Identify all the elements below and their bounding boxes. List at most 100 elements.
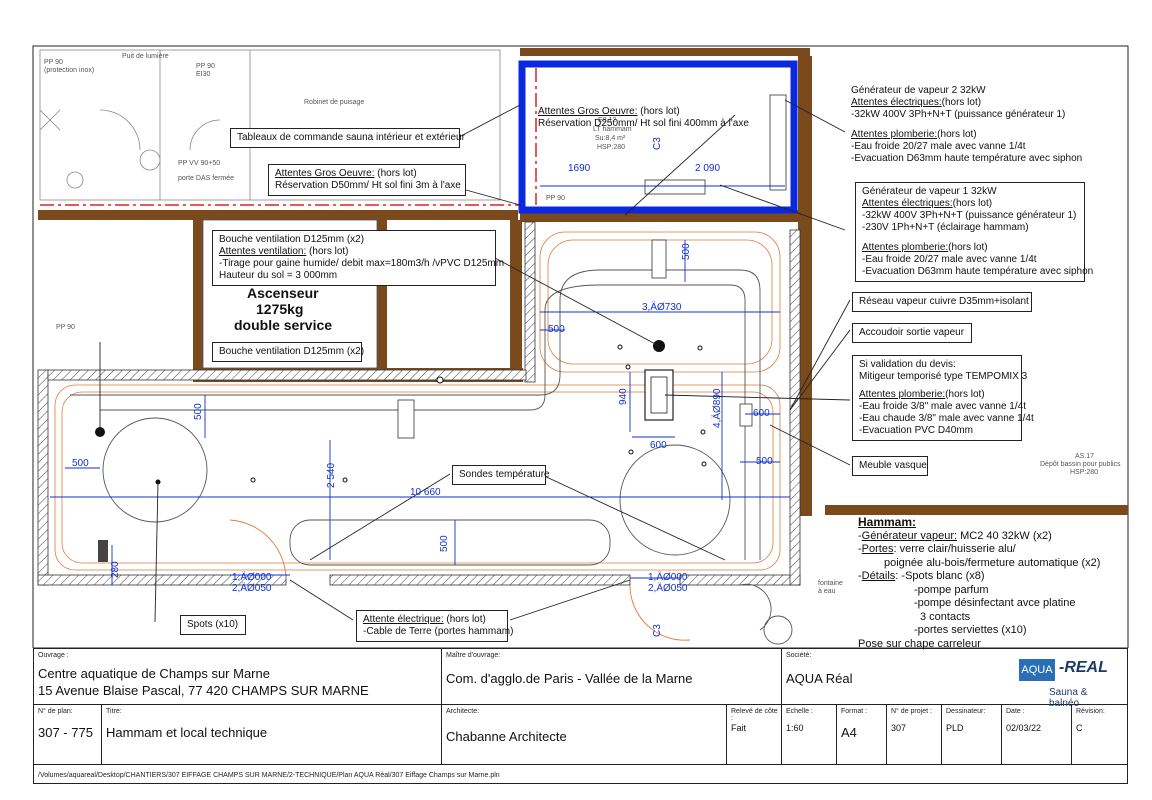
date-caption: Date : xyxy=(1006,708,1025,715)
gen2-line1: Générateur de vapeur 2 32kW xyxy=(851,85,986,96)
file-path: /Volumes/aquareal/Desktop/CHANTIERS/307 … xyxy=(38,772,500,779)
hammam-summary: Hammam: -Générateur vapeur: MC2 40 32kW … xyxy=(858,515,1138,651)
dim-940: 940 xyxy=(618,388,629,405)
dim-500-right: 500 xyxy=(756,456,773,467)
societe-caption: Société: xyxy=(786,652,812,659)
ouvrage-line2: 15 Avenue Blaise Pascal, 77 420 CHAMPS S… xyxy=(38,683,369,698)
meuble-text: Meuble vasque xyxy=(859,460,927,471)
elevator-label-1: Ascenseur xyxy=(247,285,319,301)
mitigeur-line1: Si validation du devis: xyxy=(859,359,956,370)
dim-500-c: 500 xyxy=(439,535,450,552)
summary-detail-4: 3 contacts xyxy=(920,610,971,623)
doors xyxy=(229,519,793,645)
vent1-line4: Hauteur du sol = 3 000mm xyxy=(219,270,338,281)
mitigeur-line6: -Evacuation PVC D40mm xyxy=(859,425,973,436)
gen2-line6: -Evacuation D63mm haute température avec… xyxy=(851,153,1083,164)
logo-real: -REAL xyxy=(1059,659,1108,676)
mitigeur-title: Attentes plomberie: xyxy=(859,389,946,400)
summary-gen-value: MC2 40 32kW (x2) xyxy=(957,529,1052,542)
callout-sondes: Sondes température xyxy=(452,465,550,485)
gen1-title2: Attentes plomberie: xyxy=(862,242,949,253)
callout-ventilation-1: Bouche ventilation D125mm (x2) Attentes … xyxy=(212,230,505,286)
gen2-line3: -32kW 400V 3Ph+N+T (puissance générateur… xyxy=(851,109,1066,120)
maitre-caption: Maître d'ouvrage: xyxy=(446,652,501,659)
callout-generateur-2: Générateur de vapeur 2 32kW Attentes éle… xyxy=(845,82,1085,168)
vent1-rest: (hors lot) xyxy=(306,246,349,257)
cell-maitre: Maître d'ouvrage: Com. d'agglo.de Paris … xyxy=(442,649,782,705)
plan-caption: N° de plan: xyxy=(38,708,73,715)
callout-reseau-vapeur: Réseau vapeur cuivre D35mm+isolant xyxy=(852,292,1032,312)
dim-10660: 10 660 xyxy=(410,487,441,498)
echelle-caption: Echelle : xyxy=(786,708,813,715)
gen1-line4: -230V 1Ph+N+T (éclairage hammam) xyxy=(862,222,1029,233)
echelle-value: 1:60 xyxy=(786,723,804,733)
elevator-label-3: double service xyxy=(234,317,332,333)
gros1-line2: Réservation D250mm/ Ht sol fini 400mm à … xyxy=(538,118,749,129)
gen2-title2: Attentes plomberie: xyxy=(851,129,938,140)
dim-500-left: 500 xyxy=(548,324,565,335)
dimension-lines xyxy=(50,185,790,585)
callout-tableaux: Tableaux de commande sauna intérieur et … xyxy=(230,128,465,148)
date-value: 02/03/22 xyxy=(1006,723,1042,733)
dim-door2-width: 1,ÄØ000 xyxy=(648,571,688,583)
aqua-real-logo: AQUA -REAL Sauna & balnéo xyxy=(1019,655,1119,709)
title-block: Ouvrage : Centre aquatique de Champs sur… xyxy=(33,648,1128,784)
mitigeur-line5: -Eau chaude 3/8" male avec vanne 1/4t xyxy=(859,413,1034,424)
summary-detail-5: -portes serviettes (x10) xyxy=(914,624,1027,636)
dim-500-top: 500 xyxy=(681,243,692,260)
gros2-rest: (hors lot) xyxy=(374,168,417,179)
leader-lines xyxy=(99,99,851,623)
gen1-title1: Attentes électriques: xyxy=(862,198,953,209)
vent1-line3: -Tirage pour gaine humide/ debit max=180… xyxy=(219,258,505,269)
summary-gen-label: Générateur vapeur: xyxy=(861,529,958,542)
gros1-rest: (hors lot) xyxy=(637,106,680,117)
callout-accoudoir: Accoudoir sortie vapeur xyxy=(852,323,972,343)
gros2-title: Attentes Gros Oeuvre: xyxy=(275,168,375,179)
callout-generateur-1: Générateur de vapeur 1 32kW Attentes éle… xyxy=(855,182,1094,282)
releve-caption: Relevé de côte : xyxy=(731,708,778,722)
societe-value: AQUA Réal xyxy=(786,671,853,686)
label-pp90-protection: PP 90(protection inox) xyxy=(44,59,94,74)
mitigeur-line2: Mitigeur temporisé type TEMPOMIX 3 xyxy=(859,371,1028,382)
callout-attente-electrique: Attente électrique: (hors lot) -Cable de… xyxy=(356,610,513,642)
dim-280: 280 xyxy=(110,561,121,578)
gen1-line7: -Evacuation D63mm haute température avec… xyxy=(862,266,1094,277)
dim-1690: 1690 xyxy=(568,163,591,174)
label-robinet: Robinet de puisage xyxy=(304,99,364,106)
maitre-value: Com. d'agglo.de Paris - Vallée de la Mar… xyxy=(446,671,693,686)
benches xyxy=(70,269,761,566)
summary-portes-line2: poignée alu-bois/fermeture automatique (… xyxy=(884,556,1101,569)
dessinateur-caption: Dessinateur: xyxy=(946,708,986,715)
callout-mitigeur: Si validation du devis: Mitigeur tempori… xyxy=(852,355,1034,441)
top-left-rooms xyxy=(39,49,501,201)
hammam-tag-1: E8.12 xyxy=(598,117,616,124)
dim-500-a: 500 xyxy=(72,458,89,469)
gen1-line6: -Eau froide 20/27 male avec vanne 1/4t xyxy=(862,254,1037,265)
dim-2090: 2 090 xyxy=(695,163,720,174)
terre-rest: (hors lot) xyxy=(443,614,486,625)
section-mark-bottom: C3 xyxy=(652,624,663,637)
dim-500-b: 500 xyxy=(193,403,204,420)
gen2-title1: Attentes électriques: xyxy=(851,97,942,108)
dessinateur-value: PLD xyxy=(946,723,964,733)
section-mark-top: C3 xyxy=(652,137,663,150)
callout-gros-oeuvre-2: Attentes Gros Oeuvre: (hors lot) Réserva… xyxy=(268,164,466,196)
cell-ouvrage: Ouvrage : Centre aquatique de Champs sur… xyxy=(34,649,442,705)
as17-tag-1: AS.17 xyxy=(1075,453,1094,460)
label-porte-das: porte DAS fermée xyxy=(178,175,234,182)
dim-2540: 2 540 xyxy=(326,463,337,488)
ouvrage-caption: Ouvrage : xyxy=(38,652,69,659)
gen1-rest1: (hors lot) xyxy=(952,198,993,209)
architecte-caption: Architecte: xyxy=(446,708,480,715)
plan-value: 307 - 775 xyxy=(38,725,93,740)
elevator-label-2: 1275kg xyxy=(256,301,303,317)
projet-value: 307 xyxy=(891,723,907,733)
hammam-tag-2: LT hammam xyxy=(593,126,632,133)
gen2-rest1: (hors lot) xyxy=(941,97,982,108)
revision-value: C xyxy=(1076,723,1083,733)
summary-portes-label: Portes xyxy=(861,543,894,555)
reseau-text: Réseau vapeur cuivre D35mm+isolant xyxy=(859,296,1029,307)
as17-tag-3: HSP:280 xyxy=(1070,469,1098,476)
